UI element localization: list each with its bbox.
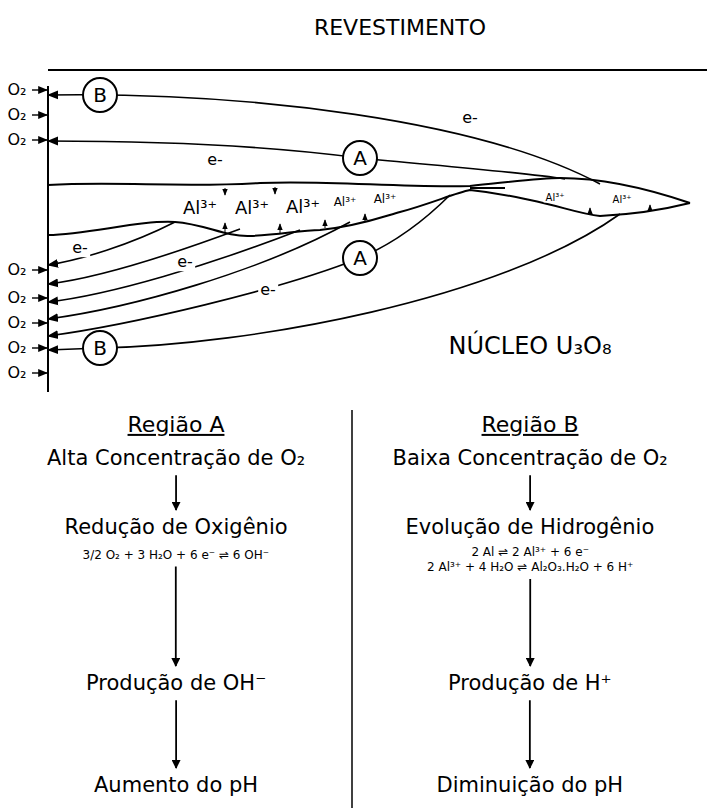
oxygen-label: O₂: [7, 81, 26, 99]
region-circle: B: [81, 76, 119, 114]
oxygen-arrow: [32, 322, 47, 323]
region-circle: B: [81, 329, 119, 367]
flow-arrow: [175, 700, 177, 768]
ion-arrow: [325, 220, 326, 228]
step-text: Aumento do pH: [94, 772, 258, 798]
electron-path: [48, 95, 600, 184]
ion-arrow: [275, 187, 276, 194]
ion-label: Al³⁺: [332, 196, 359, 209]
oxygen-arrow: [32, 372, 47, 373]
flow-step: 2 Al ⇌ 2 Al³⁺ + 6 e⁻2 Al³⁺ + 4 H₂O ⇌ Al₂…: [427, 545, 633, 575]
oxygen-arrow: [32, 269, 47, 270]
ion-arrow: [650, 205, 651, 210]
step-text: 2 Al ⇌ 2 Al³⁺ + 6 e⁻: [427, 545, 633, 560]
electron-label: e-: [205, 151, 225, 169]
region-circle: A: [341, 239, 379, 277]
region-letter: A: [353, 248, 367, 268]
electron-path: [48, 195, 450, 336]
step-text: 2 Al³⁺ + 4 H₂O ⇌ Al₂O₃.H₂O + 6 H⁺: [427, 560, 633, 575]
circle-outline: [83, 331, 117, 365]
oxygen-label: O₂: [7, 314, 26, 332]
circle-outline: [343, 141, 377, 175]
oxygen-label: O₂: [7, 339, 26, 357]
region-letter: B: [93, 85, 107, 105]
oxygen-label: O₂: [7, 289, 26, 307]
electron-path: [48, 222, 350, 319]
ion-arrow: [365, 214, 366, 222]
oxygen-label: O₂: [7, 131, 26, 149]
electron-label: e-: [175, 253, 195, 271]
flow-step: Produção de OH⁻: [86, 670, 266, 696]
flow-step: Redução de Oxigênio: [65, 514, 288, 540]
flow-step: Baixa Concentração de O₂: [393, 445, 668, 471]
electron-label: e-: [258, 281, 278, 299]
step-text: Produção de H⁺: [448, 670, 612, 696]
flow-arrow: [175, 475, 177, 510]
oxygen-label: O₂: [7, 364, 26, 382]
ion-arrow: [225, 223, 226, 232]
ion-label: Al³⁺: [544, 192, 567, 203]
oxygen-arrow: [32, 89, 47, 90]
column-heading: Região B: [482, 413, 579, 437]
flow-arrow: [529, 700, 531, 768]
step-text: Evolução de Hidrogênio: [406, 514, 655, 540]
region-letter: B: [93, 338, 107, 358]
electron-path: [48, 214, 620, 350]
flow-step: Diminuição do pH: [437, 772, 624, 798]
oxygen-arrow: [32, 347, 47, 348]
ion-label: Al³⁺: [284, 197, 322, 217]
region-name: NÚCLEO U₃O₈: [448, 333, 611, 359]
column-heading: Região A: [128, 413, 225, 437]
flow-step: Produção de H⁺: [448, 670, 612, 696]
ion-label: Al³⁺: [233, 198, 271, 218]
oxygen-arrow: [32, 139, 47, 140]
flow-step: 3/2 O₂ + 3 H₂O + 6 e⁻ ⇌ 6 OH⁻: [83, 548, 270, 563]
step-text: Alta Concentração de O₂: [47, 445, 305, 471]
flow-step: Alta Concentração de O₂: [47, 445, 305, 471]
ion-label: Al³⁺: [181, 198, 219, 218]
electron-path: [48, 141, 565, 179]
flow-step: Evolução de Hidrogênio: [406, 514, 655, 540]
cladding-line: [48, 69, 707, 71]
oxygen-label: O₂: [7, 261, 26, 279]
ion-arrow: [590, 208, 591, 213]
gap-boundary: [48, 178, 690, 203]
oxide-boundary: [48, 190, 690, 236]
step-text: Produção de OH⁻: [86, 670, 266, 696]
region-circle: A: [341, 139, 379, 177]
electron-label: e-: [70, 239, 90, 257]
ion-label: Al³⁺: [611, 194, 634, 205]
step-text: Baixa Concentração de O₂: [393, 445, 668, 471]
oxygen-arrow: [32, 297, 47, 298]
electron-path: [48, 229, 240, 284]
left-axis: [47, 86, 49, 392]
lens-boundary: [470, 187, 505, 189]
step-text: 3/2 O₂ + 3 H₂O + 6 e⁻ ⇌ 6 OH⁻: [83, 548, 270, 563]
oxygen-label: O₂: [7, 106, 26, 124]
electron-label: e-: [460, 109, 480, 127]
circle-outline: [343, 241, 377, 275]
region-name: REVESTIMENTO: [314, 16, 486, 40]
flow-arrow: [529, 475, 531, 510]
flow-arrow: [529, 579, 531, 666]
step-text: Redução de Oxigênio: [65, 514, 288, 540]
circle-outline: [83, 78, 117, 112]
column-divider: [351, 410, 353, 808]
ion-arrow: [280, 224, 281, 233]
ion-arrow: [225, 188, 226, 195]
ion-label: Al³⁺: [372, 193, 399, 206]
flow-step: Aumento do pH: [94, 772, 258, 798]
oxygen-arrow: [32, 114, 47, 115]
flow-arrow: [175, 567, 177, 667]
step-text: Diminuição do pH: [437, 772, 624, 798]
region-letter: A: [353, 148, 367, 168]
